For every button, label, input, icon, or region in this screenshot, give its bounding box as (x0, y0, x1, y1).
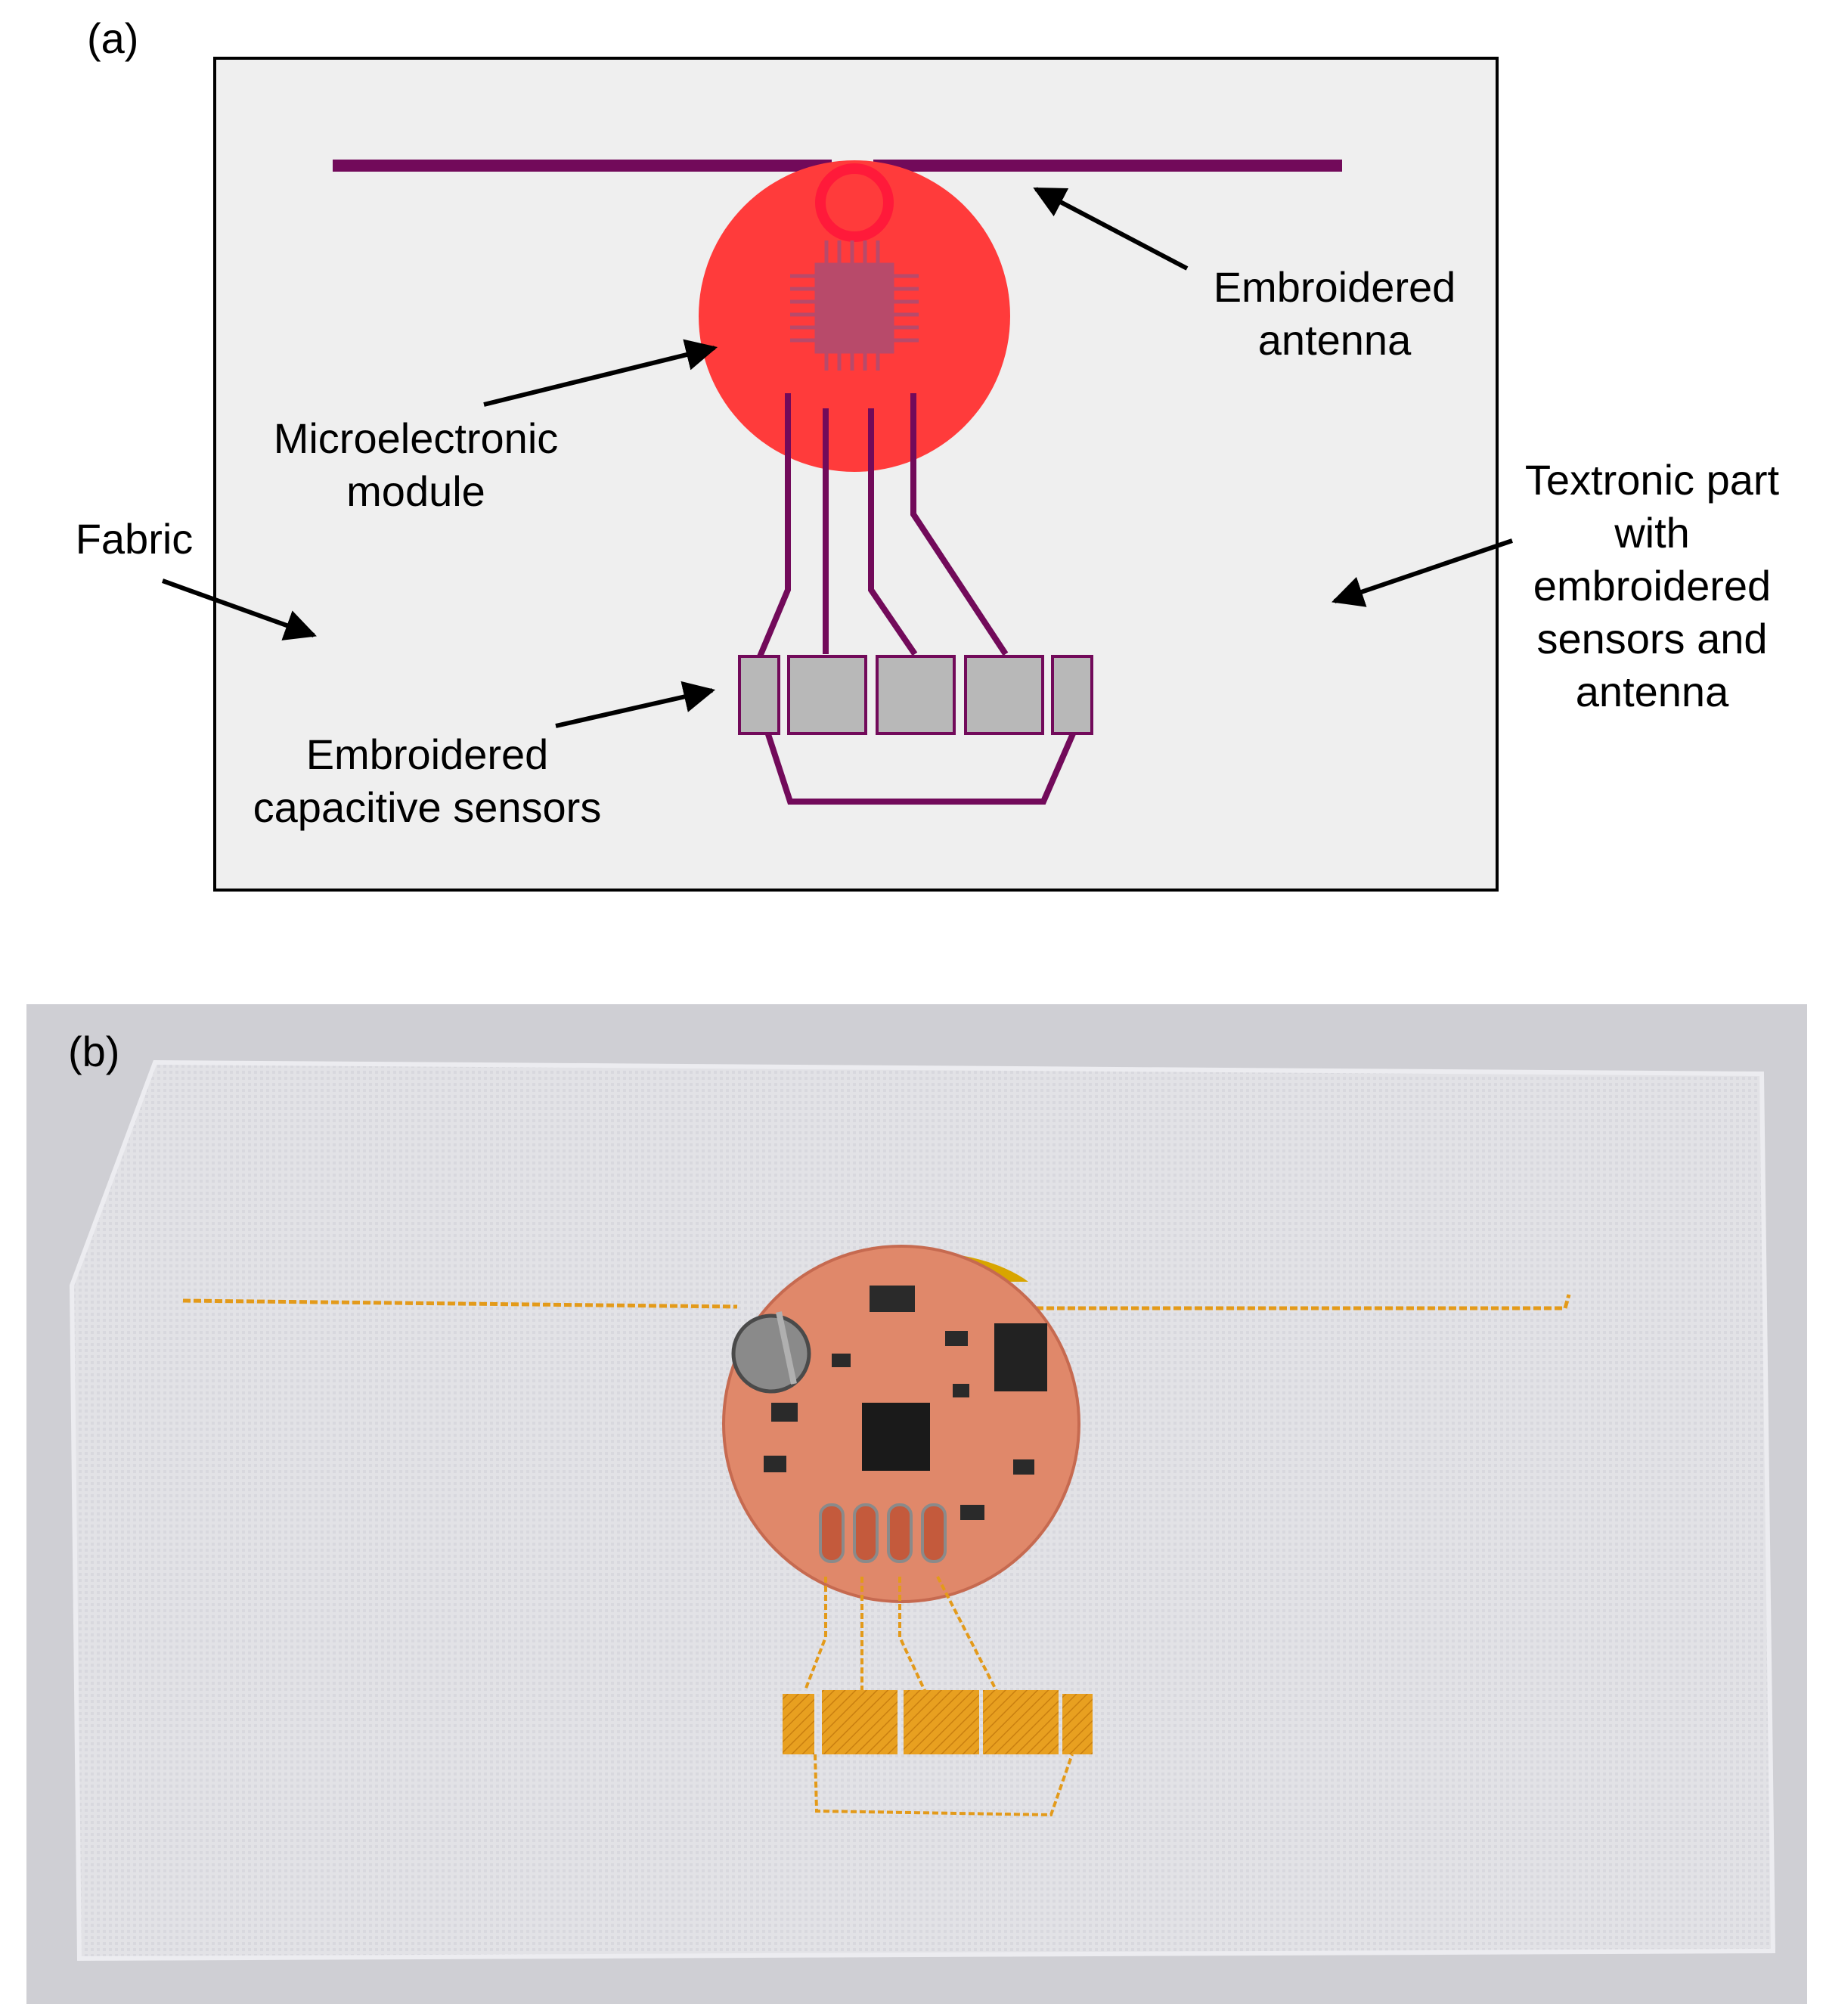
capacitive-sensor-pads (738, 655, 1093, 735)
arrow-fabric (161, 578, 317, 640)
pcb-sensor-pads (819, 1503, 947, 1563)
sensor-pad (964, 655, 1044, 735)
sensor-pad (1051, 655, 1093, 735)
annotation-arrows (161, 187, 1513, 728)
arrow-textronic (1332, 538, 1513, 607)
label-fabric: Fabric (75, 515, 194, 563)
panel-b-label: (b) (68, 1028, 120, 1075)
chip-icon (790, 240, 919, 371)
label-embroidered-antenna: Embroidered antenna (1213, 263, 1456, 364)
pcb-components (764, 1286, 1034, 1520)
sensor-pad (876, 655, 956, 735)
label-capacitive-sensors: Embroidered capacitive sensors (253, 730, 602, 831)
label-textronic-part: Textronic part with embroidered sensors … (1524, 456, 1780, 715)
coin-battery (731, 1314, 811, 1394)
embroidered-sensors (783, 1690, 1093, 1754)
embroidered-antenna-thread (182, 1294, 1571, 1310)
kapton-cap (801, 1251, 1028, 1282)
photo-background (26, 1004, 1807, 2004)
label-microelectronic-module: Microelectronic module (273, 414, 559, 515)
pcb-disc (722, 1245, 1080, 1603)
battery-clip (776, 1311, 797, 1385)
antenna-loop (815, 163, 894, 242)
fabric-swatch (69, 1059, 1776, 1962)
panel-a-label: (a) (87, 14, 139, 62)
mcu-chip (862, 1403, 930, 1471)
arrow-sensors (555, 681, 716, 728)
sensor-traces (753, 393, 1077, 805)
arrow-antenna (1033, 187, 1189, 271)
dip-switch (994, 1323, 1047, 1391)
arrow-module (483, 339, 718, 407)
embroidered-traces (804, 1576, 1074, 1817)
sensor-pad (787, 655, 867, 735)
sensor-pad (738, 655, 780, 735)
panel-a-diagram (161, 57, 1513, 892)
